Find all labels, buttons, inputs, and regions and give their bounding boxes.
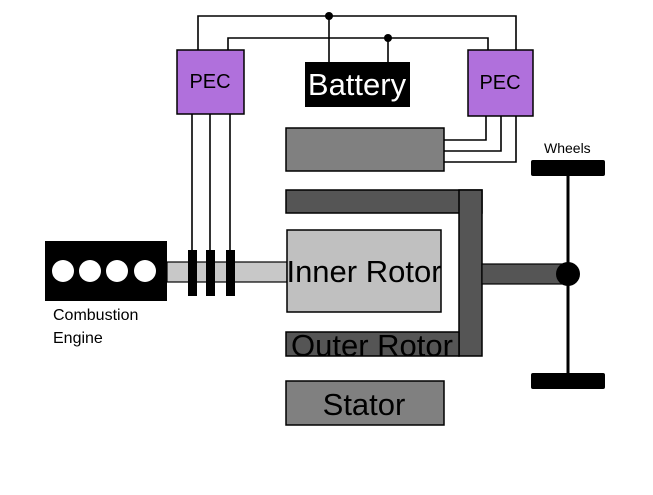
wheel-bottom [531, 373, 605, 389]
engine-cylinder-icon [134, 260, 156, 282]
wheels-assembly: Wheels [531, 140, 605, 389]
inner-rotor: Inner Rotor [286, 229, 442, 313]
engine-cylinder-icon [106, 260, 128, 282]
left-pec-phase-wires [191, 114, 231, 252]
stator-label: Stator [323, 387, 406, 422]
right-pec-phase-wires [444, 116, 517, 163]
inner-rotor-label: Inner Rotor [286, 254, 441, 289]
output-shaft [481, 263, 569, 285]
battery-box: Battery [305, 62, 410, 107]
differential-joint [556, 262, 580, 286]
outer-rotor: Outer Rotor [285, 328, 460, 363]
combustion-engine: Combustion Engine [45, 241, 167, 347]
outer-rotor-frame [285, 189, 483, 357]
slip-rings [188, 250, 235, 296]
stator-winding-block [285, 127, 445, 172]
right-pec-box: PEC [467, 49, 534, 117]
battery-label: Battery [308, 67, 407, 102]
engine-cylinder-icon [79, 260, 101, 282]
engine-cylinder-icon [52, 260, 74, 282]
battery-wiring [197, 12, 517, 62]
left-pec-label: PEC [189, 71, 230, 93]
wheel-top [531, 160, 605, 176]
stator: Stator [285, 380, 445, 426]
engine-label-line2: Engine [53, 330, 103, 347]
right-pec-label: PEC [479, 72, 520, 94]
wheels-label: Wheels [544, 140, 591, 156]
engine-label-line1: Combustion [53, 307, 138, 324]
outer-rotor-label: Outer Rotor [291, 328, 453, 363]
left-pec-box: PEC [176, 49, 245, 115]
